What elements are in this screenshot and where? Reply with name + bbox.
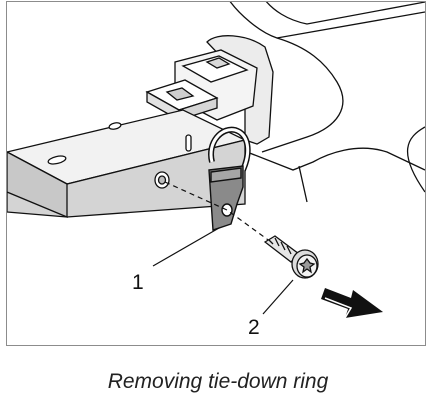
leader-line-2 [262, 279, 294, 315]
removal-direction-arrow [321, 288, 383, 319]
bolt [263, 235, 319, 279]
body-panel [229, 2, 425, 203]
leader-line-1 [152, 227, 220, 267]
tie-down-ring [208, 126, 251, 231]
figure-caption: Removing tie-down ring [107, 370, 329, 393]
callout-2: 2 [248, 316, 260, 339]
rail-mount-bracket [145, 35, 274, 145]
illustration-frame: 1 2 [6, 1, 426, 346]
callout-1: 1 [132, 271, 144, 294]
alignment-line [164, 181, 294, 259]
frame-rail [7, 109, 247, 218]
tie-down-ring-diagram: 1 2 [7, 2, 425, 339]
